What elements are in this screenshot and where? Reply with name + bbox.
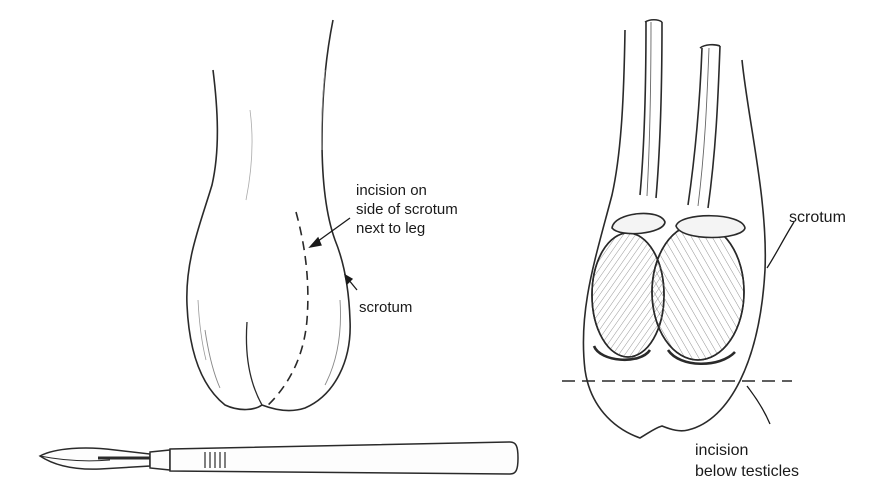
incision-side-label: incision on side of scrotum next to leg xyxy=(356,181,458,238)
incision-side-label-line: incision on xyxy=(356,181,458,200)
left-incision-line xyxy=(265,212,308,408)
incision-below-label: incision below testicles xyxy=(695,440,799,482)
right-label-arrows xyxy=(747,222,794,424)
right-scrotum-label: scrotum xyxy=(789,207,846,228)
incision-below-label-line: incision xyxy=(695,440,799,461)
testicles xyxy=(592,213,745,363)
incision-side-label-line: side of scrotum xyxy=(356,200,458,219)
left-scrotum-label: scrotum xyxy=(359,298,412,317)
left-scrotum-drawing xyxy=(187,20,350,411)
incision-side-label-line: next to leg xyxy=(356,219,458,238)
left-label-arrows xyxy=(310,218,357,290)
incision-below-label-line: below testicles xyxy=(695,461,799,482)
scalpel-icon xyxy=(40,442,518,474)
